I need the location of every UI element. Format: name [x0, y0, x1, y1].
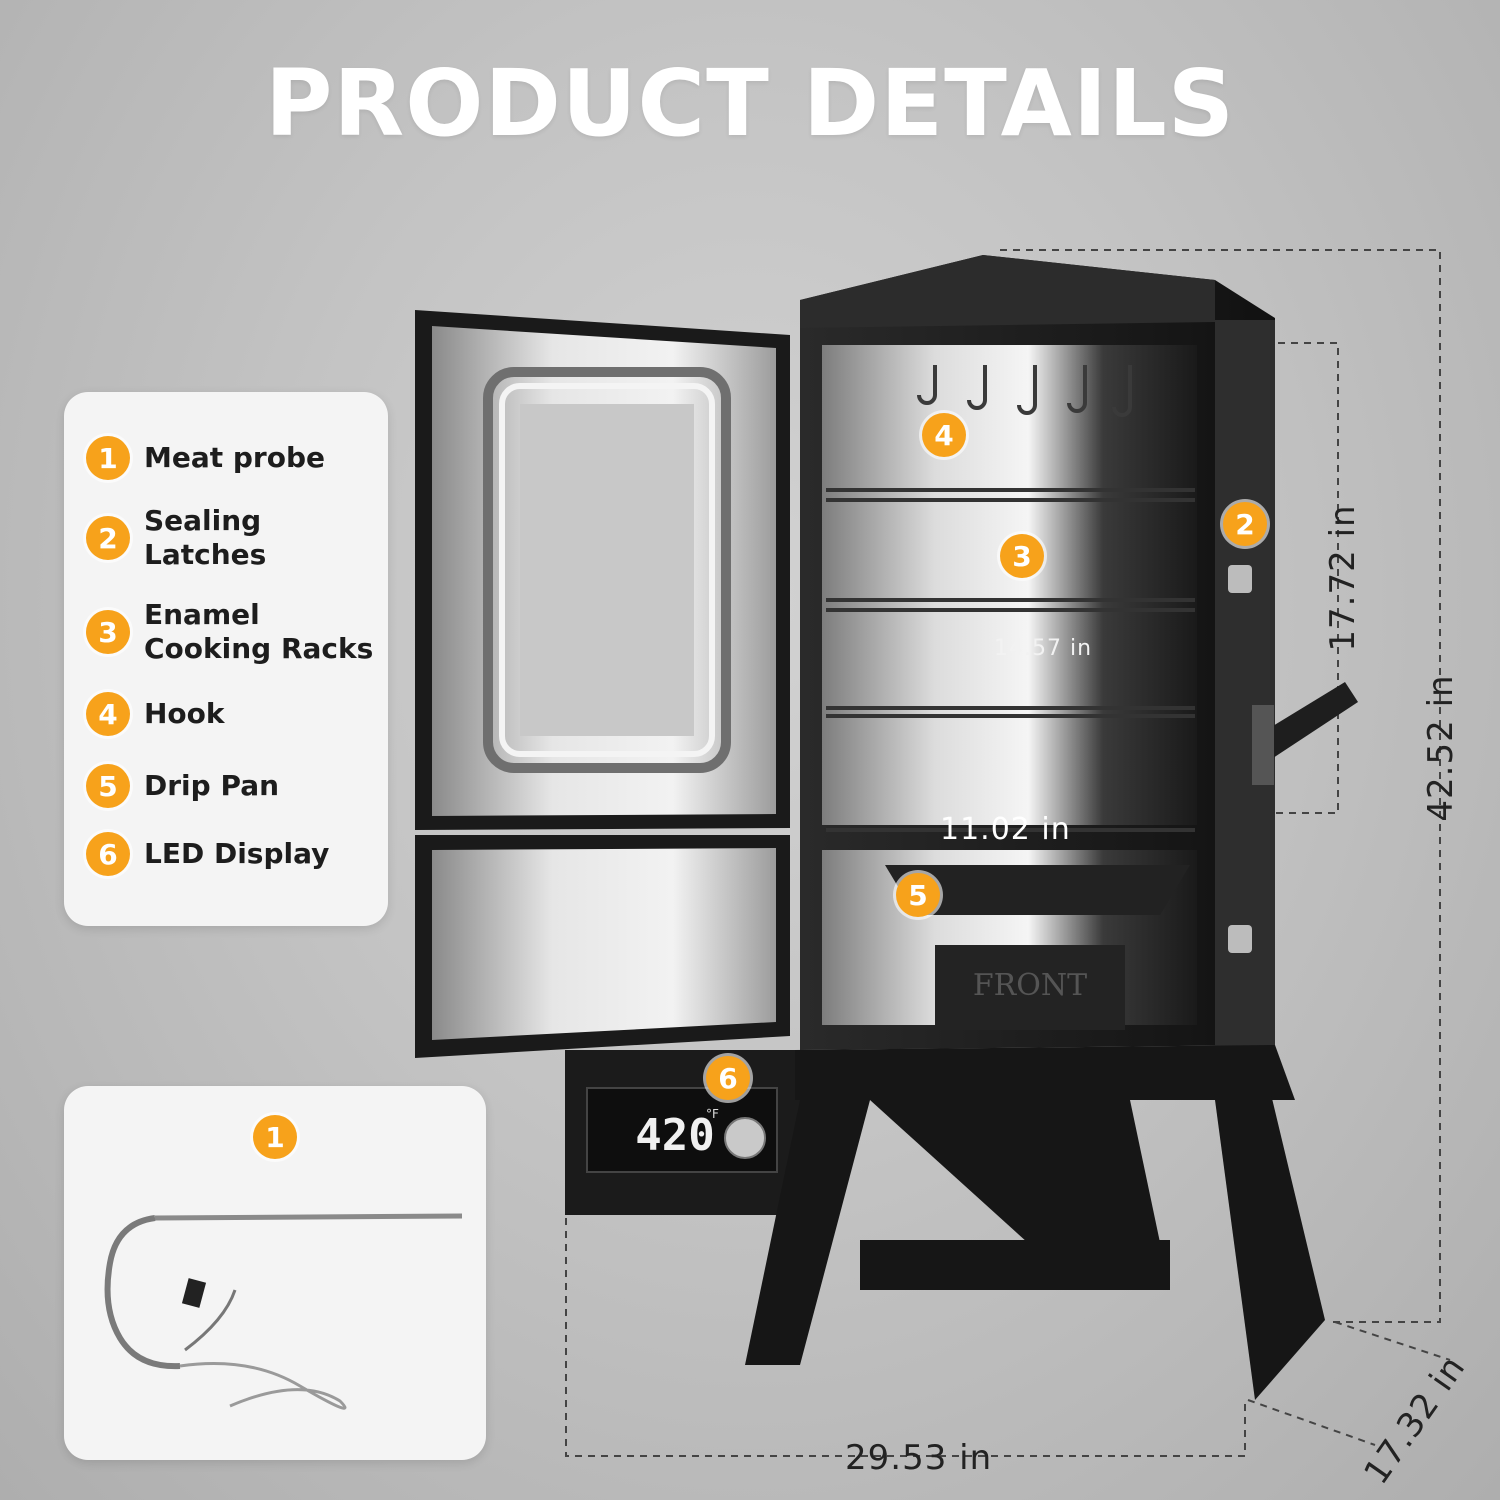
control-knob-icon	[724, 1117, 766, 1159]
legend-label: Sealing Latches	[144, 504, 267, 571]
meat-probe-icon	[104, 1213, 463, 1410]
led-temperature: 420	[635, 1110, 714, 1161]
callout-led-display: 6	[706, 1056, 750, 1100]
legend-label: Drip Pan	[144, 769, 280, 802]
legend-item-cooking-racks: 3 Enamel Cooking Racks	[86, 598, 373, 666]
legend-number-badge: 3	[86, 610, 130, 654]
legend-number-badge: 4	[86, 692, 130, 736]
legend-label: Hook	[144, 697, 225, 730]
callout-drip-pan: 5	[896, 873, 940, 917]
dimension-rack-depth: 14.57 in	[994, 636, 1093, 661]
legend-number-badge: 5	[86, 764, 130, 808]
legend-label: Meat probe	[144, 441, 326, 474]
callout-hook: 4	[922, 413, 966, 457]
legend-label: LED Display	[144, 837, 330, 870]
smoker-body: FRONT	[800, 255, 1358, 1050]
legend-item-drip-pan: 5 Drip Pan	[86, 764, 279, 808]
dimension-inner-width: 11.02 in	[940, 812, 1071, 847]
legend-item-sealing-latches: 2 Sealing Latches	[86, 504, 266, 572]
firebox-label: FRONT	[973, 968, 1087, 1003]
legend-label: Enamel Cooking Racks	[144, 598, 374, 665]
legend-number-badge: 1	[86, 436, 130, 480]
controller-box	[565, 1050, 805, 1215]
callout-cooking-racks: 3	[1000, 534, 1044, 578]
page-title: PRODUCT DETAILS	[265, 50, 1235, 157]
dimension-total-height: 42.52 in	[1421, 674, 1461, 822]
legend-item-led-display: 6 LED Display	[86, 832, 329, 876]
smoker-door-upper	[415, 310, 790, 830]
smoker-legs	[745, 1045, 1325, 1400]
led-unit: °F	[706, 1107, 719, 1121]
legend-number-badge: 6	[86, 832, 130, 876]
legend-item-meat-probe: 1 Meat probe	[86, 436, 325, 480]
dimension-total-width: 29.53 in	[845, 1438, 993, 1478]
legend-number-badge: 2	[86, 516, 130, 560]
legend-card: 1 Meat probe 2 Sealing Latches 3 Enamel …	[64, 392, 388, 926]
probe-number-badge: 1	[253, 1115, 297, 1159]
dimension-inner-height: 17.72 in	[1323, 504, 1363, 652]
legend-item-hook: 4 Hook	[86, 692, 225, 736]
smoker-door-lower	[415, 835, 790, 1058]
callout-sealing-latches: 2	[1223, 502, 1267, 546]
